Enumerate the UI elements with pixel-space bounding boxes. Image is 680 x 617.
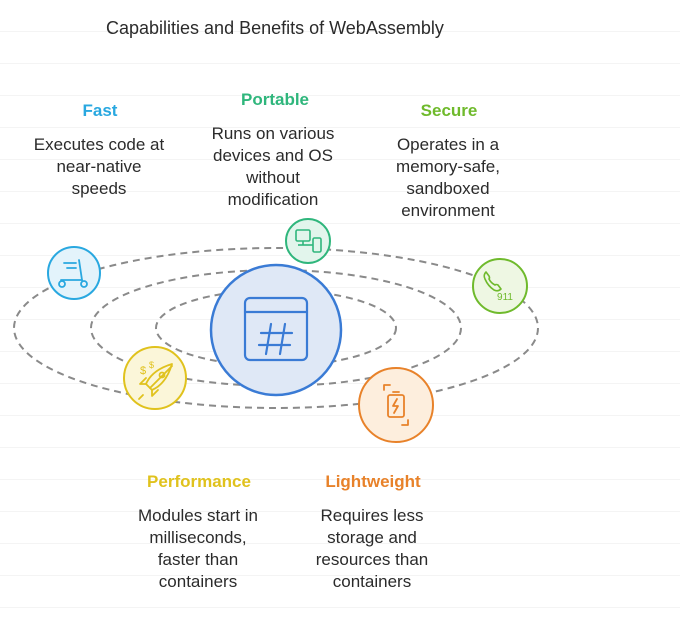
performance-desc-line: faster than — [157, 550, 239, 569]
secure-desc-line: environment — [401, 201, 495, 220]
secure-node: 911 — [472, 258, 528, 314]
svg-text:$: $ — [149, 360, 154, 370]
performance-description: Modules start in milliseconds, faster th… — [138, 505, 258, 593]
battery-cycle-icon — [383, 384, 409, 426]
portable-title: Portable — [240, 90, 310, 109]
scooter-icon — [58, 259, 88, 288]
portable-node — [285, 218, 331, 264]
secure-desc-line: Operates in a — [396, 135, 500, 154]
rocket-icon: $ $ — [138, 360, 173, 400]
fast-node — [47, 246, 101, 300]
lightweight-node — [358, 367, 434, 443]
lightweight-desc-line: storage and — [327, 528, 417, 547]
fast-desc-line: speeds — [71, 179, 127, 198]
hash-window-icon — [243, 296, 309, 362]
lightweight-title: Lightweight — [325, 472, 421, 491]
portable-desc-line: devices and OS — [212, 146, 333, 165]
portable-desc-line: without — [246, 168, 300, 187]
performance-desc-line: milliseconds, — [149, 528, 247, 547]
performance-title: Performance — [147, 472, 251, 491]
portable-desc-line: modification — [227, 190, 319, 209]
performance-desc-line: containers — [158, 572, 238, 591]
secure-title: Secure — [420, 101, 478, 120]
portable-description: Runs on various devices and OS without m… — [212, 123, 335, 211]
diagram-title: Capabilities and Benefits of WebAssembly — [106, 18, 444, 38]
fast-desc-line: near-native — [56, 157, 142, 176]
fast-desc-line: Executes code at — [33, 135, 165, 154]
lightweight-desc-line: Requires less — [320, 506, 424, 525]
center-node — [209, 263, 343, 397]
secure-desc-line: memory-safe, — [396, 157, 500, 176]
fast-description: Executes code at near-native speeds — [34, 134, 164, 200]
devices-icon — [295, 229, 322, 253]
fast-title: Fast — [82, 101, 118, 120]
svg-text:$: $ — [140, 365, 146, 377]
lightweight-desc-line: containers — [332, 572, 412, 591]
portable-desc-line: Runs on various — [211, 124, 335, 143]
secure-desc-line: sandboxed — [406, 179, 490, 198]
orbit-outer — [13, 247, 539, 409]
secure-icon-label: 911 — [497, 292, 513, 303]
phone-911-icon: 911 — [483, 271, 513, 303]
secure-description: Operates in a memory-safe, sandboxed env… — [396, 134, 500, 222]
lightweight-description: Requires less storage and resources than… — [316, 505, 428, 593]
lightweight-desc-line: resources than — [315, 550, 429, 569]
performance-desc-line: Modules start in — [138, 506, 258, 525]
performance-node: $ $ — [123, 346, 187, 410]
